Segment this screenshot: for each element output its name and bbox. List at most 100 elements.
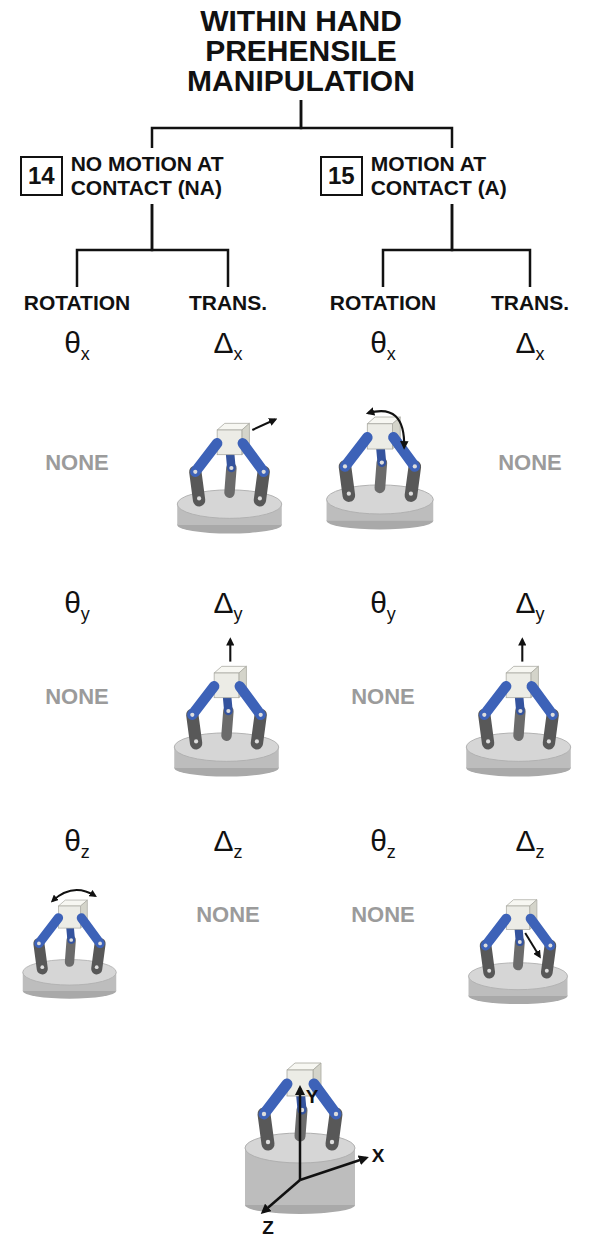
tree-connector: [301, 100, 452, 148]
motion-symbol: θy: [370, 586, 396, 624]
finger-joint: [487, 969, 491, 973]
finger-joint: [197, 496, 201, 500]
finger-joint: [258, 496, 262, 500]
finger-link: [192, 686, 214, 715]
tree-connector: [77, 204, 152, 287]
motion-arrow: [53, 890, 96, 901]
none-label: NONE: [45, 684, 109, 710]
finger-joint: [255, 739, 259, 743]
symbol-subscript: x: [387, 344, 396, 364]
symbol-subscript: x: [234, 344, 243, 364]
hand-illustration: [327, 411, 434, 529]
motion-symbol: Δx: [213, 326, 242, 364]
none-label: NONE: [45, 450, 109, 476]
axis-label: Z: [262, 1217, 274, 1239]
finger-link: [240, 686, 261, 715]
finger-joint: [330, 1140, 334, 1144]
motion-arrow: [368, 411, 404, 447]
symbol-letter: θ: [64, 824, 81, 857]
tree-connector: [452, 204, 530, 287]
subcategory-node: TRANS.: [187, 289, 269, 317]
motion-symbol: θz: [370, 824, 396, 862]
finger-joint: [262, 470, 266, 474]
finger-joint: [380, 460, 384, 464]
hand-illustration: [245, 1063, 355, 1214]
finger-joint: [98, 942, 102, 946]
symbol-letter: Δ: [515, 586, 535, 619]
illustrations: [23, 411, 571, 1214]
hand-illustration: [466, 640, 571, 777]
finger-joint: [334, 1112, 338, 1116]
finger-joint: [518, 709, 522, 713]
finger-link: [195, 443, 217, 472]
finger-joint: [190, 713, 194, 717]
finger-link: [531, 919, 551, 946]
finger-joint: [409, 492, 413, 496]
finger-joint: [551, 713, 555, 717]
axis-arrow: [263, 1180, 300, 1212]
symbol-subscript: y: [536, 604, 545, 624]
category-label: MOTION AT CONTACT (A): [371, 152, 556, 200]
node-label: TRANS.: [189, 291, 267, 315]
finger-joint: [37, 942, 41, 946]
finger-joint: [266, 1140, 270, 1144]
tree-connector: [383, 204, 452, 287]
finger-joint: [547, 739, 551, 743]
finger-link: [39, 918, 59, 944]
node-label: ROTATION: [24, 291, 131, 315]
finger-link: [264, 1084, 287, 1114]
category-number: 15: [320, 156, 363, 196]
symbol-letter: Δ: [213, 326, 233, 359]
subcategory-node: TRANS.: [489, 289, 571, 317]
subcategory-node: ROTATION: [328, 289, 439, 317]
motion-symbol: Δy: [515, 586, 544, 624]
finger-joint: [343, 464, 347, 468]
axis-label: X: [372, 1145, 385, 1167]
finger-link: [484, 686, 506, 715]
none-label: NONE: [351, 684, 415, 710]
finger-joint: [229, 466, 233, 470]
symbol-subscript: z: [234, 842, 243, 862]
finger-joint: [486, 739, 490, 743]
subcategory-node: ROTATION: [22, 289, 133, 317]
motion-symbol: Δz: [515, 824, 544, 862]
finger-link: [532, 686, 553, 715]
symbol-letter: θ: [370, 824, 387, 857]
finger-joint: [40, 965, 44, 969]
motion-arrow: [229, 640, 231, 662]
symbol-letter: Δ: [515, 824, 535, 857]
category-node: 15MOTION AT CONTACT (A): [318, 150, 558, 202]
finger-joint: [413, 464, 417, 468]
finger-joint: [347, 492, 351, 496]
finger-joint: [484, 944, 488, 948]
finger-joint: [194, 739, 198, 743]
motion-arrow: [521, 640, 523, 662]
title-node: WITHIN HAND PREHENSILE MANIPULATION: [176, 4, 426, 98]
none-label: NONE: [498, 450, 562, 476]
finger-link: [486, 919, 507, 946]
tree-connector: [152, 204, 228, 287]
symbol-letter: θ: [64, 586, 81, 619]
symbol-letter: θ: [64, 326, 81, 359]
finger-joint: [545, 969, 549, 973]
symbol-letter: Δ: [213, 586, 233, 619]
category-label: NO MOTION AT CONTACT (NA): [71, 152, 256, 200]
hand-illustration: [177, 420, 282, 534]
node-label: TRANS.: [491, 291, 569, 315]
symbol-letter: Δ: [213, 824, 233, 857]
axis-label: Y: [306, 1086, 319, 1108]
finger-joint: [518, 940, 522, 944]
category-node: 14NO MOTION AT CONTACT (NA): [18, 150, 258, 202]
symbol-letter: θ: [370, 586, 387, 619]
motion-symbol: Δx: [515, 326, 544, 364]
category-number: 14: [20, 156, 63, 196]
symbol-letter: Δ: [515, 326, 535, 359]
finger-joint: [193, 470, 197, 474]
finger-joint: [548, 944, 552, 948]
symbol-letter: θ: [370, 326, 387, 359]
hand-illustration: [23, 890, 117, 999]
motion-symbol: θx: [370, 326, 396, 364]
motion-arrow: [525, 933, 539, 956]
none-label: NONE: [351, 902, 415, 928]
